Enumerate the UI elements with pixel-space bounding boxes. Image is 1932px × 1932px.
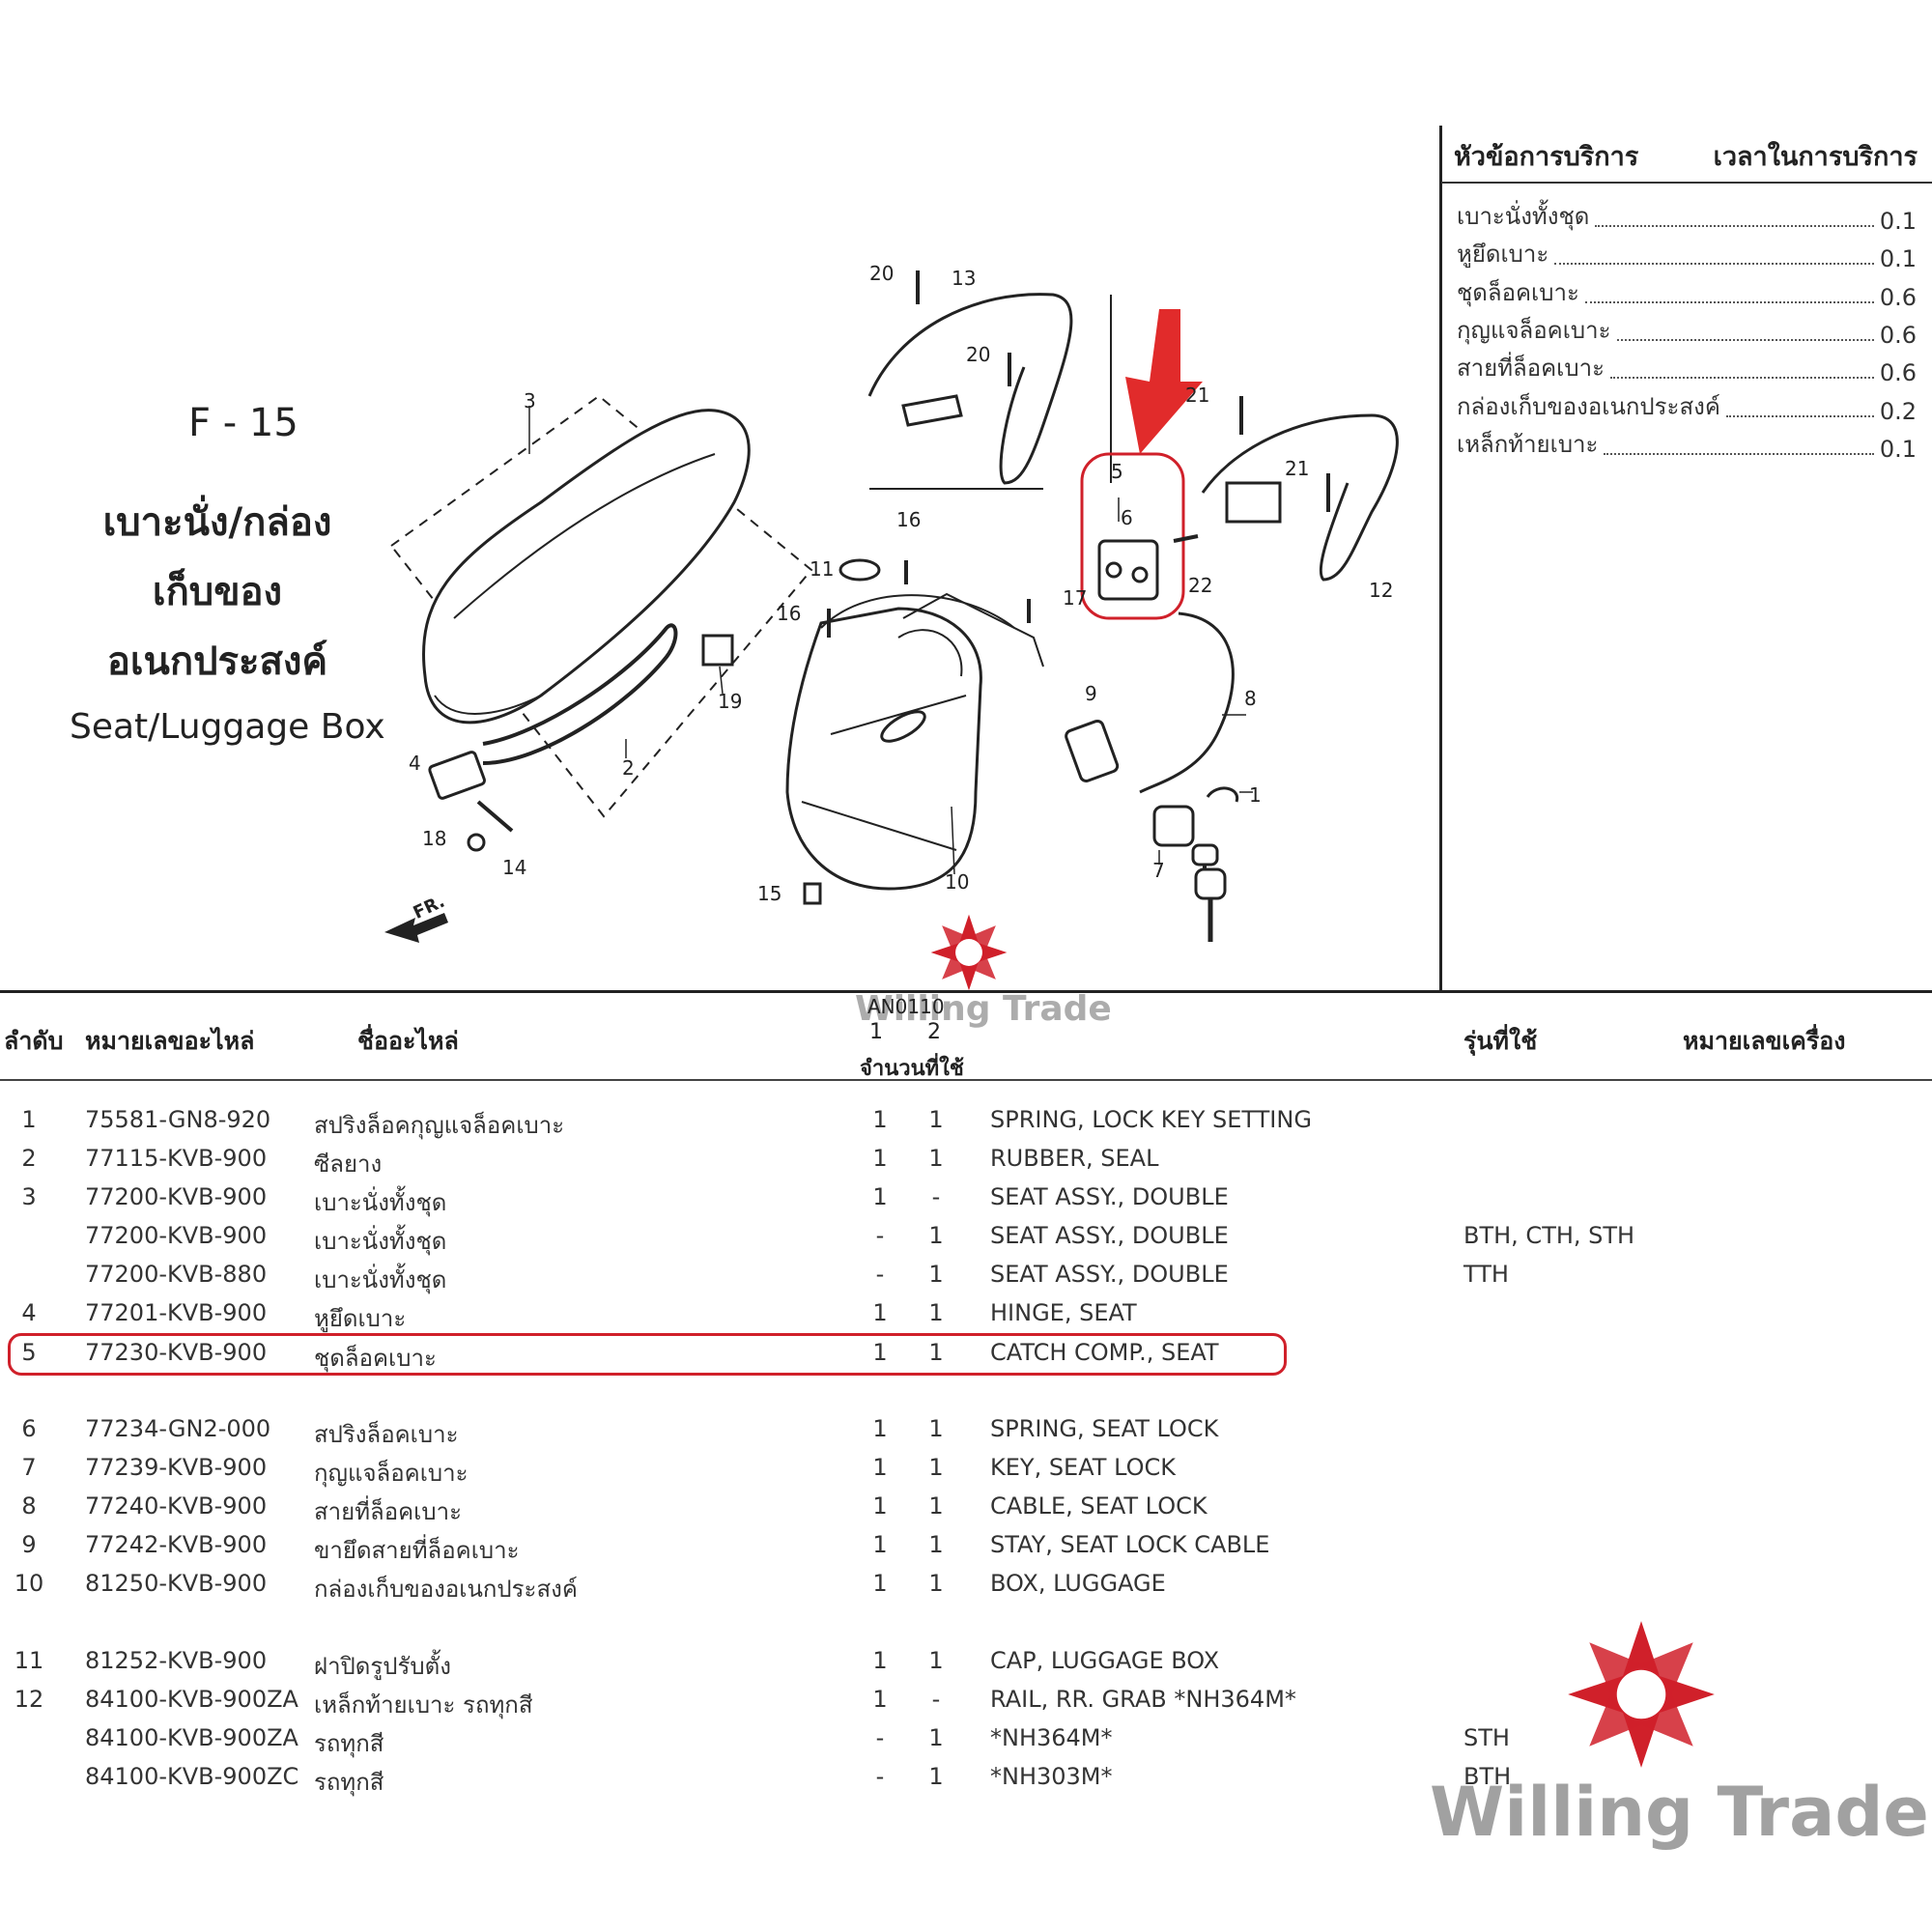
col-header-qty-2: 2 — [927, 1020, 941, 1044]
svg-text:5: 5 — [1111, 460, 1123, 483]
figure-title-english: Seat/Luggage Box — [70, 707, 385, 747]
watermark-brand-small: Willing Trade — [855, 989, 1112, 1029]
figure-code: F - 15 — [188, 401, 298, 445]
svg-text:11: 11 — [810, 557, 834, 581]
svg-text:18: 18 — [422, 827, 446, 850]
svg-text:4: 4 — [409, 752, 421, 775]
svg-text:3: 3 — [524, 389, 536, 412]
exploded-parts-diagram: FR. 1 2 3 4 5 6 7 8 9 10 11 12 13 14 15 … — [384, 262, 1399, 943]
brand-logo-large-icon — [1568, 1621, 1715, 1768]
col-header-part-name: ชื่ออะไหล่ — [357, 1027, 459, 1055]
col-header-qty-label: จำนวนที่ใช้ — [860, 1057, 964, 1081]
svg-text:1: 1 — [1249, 783, 1262, 807]
svg-text:21: 21 — [1285, 457, 1309, 480]
col-header-qty-1: 1 — [869, 1020, 883, 1044]
svg-text:9: 9 — [1085, 682, 1097, 705]
svg-text:16: 16 — [896, 508, 921, 531]
svg-text:20: 20 — [966, 343, 990, 366]
svg-text:21: 21 — [1185, 384, 1209, 407]
service-row: กล่องเก็บของอเนกประสงค์0.2 — [1457, 393, 1917, 425]
svg-text:14: 14 — [502, 856, 526, 879]
svg-text:7: 7 — [1152, 859, 1165, 882]
divider-vertical — [1439, 126, 1442, 990]
col-header-models: รุ่นที่ใช้ — [1463, 1027, 1538, 1055]
svg-text:20: 20 — [869, 262, 894, 285]
svg-text:22: 22 — [1188, 574, 1212, 597]
svg-text:16: 16 — [777, 602, 801, 625]
svg-text:17: 17 — [1063, 586, 1087, 610]
svg-text:8: 8 — [1244, 687, 1257, 710]
service-panel-rule — [1441, 182, 1932, 184]
col-header-part-no: หมายเลขอะไหล่ — [85, 1027, 255, 1055]
col-header-engine-no: หมายเลขเครื่อง — [1683, 1027, 1846, 1055]
svg-text:19: 19 — [718, 690, 742, 713]
col-header-qty-code: AN0110 — [867, 995, 945, 1018]
col-header-no: ลำดับ — [4, 1027, 64, 1055]
svg-text:10: 10 — [945, 870, 969, 894]
svg-text:6: 6 — [1121, 506, 1133, 529]
divider-horizontal — [0, 990, 1932, 993]
table-header-rule — [0, 1079, 1932, 1081]
svg-text:15: 15 — [757, 882, 781, 905]
front-arrow-icon — [384, 913, 448, 943]
figure-title-thai: เบาะนั่ง/กล่อง เก็บของ อเนกประสงค์ — [102, 500, 332, 684]
highlight-box-row-5 — [8, 1333, 1287, 1376]
brand-logo-icon — [930, 914, 1008, 991]
svg-text:12: 12 — [1369, 579, 1393, 602]
svg-text:13: 13 — [952, 267, 976, 290]
svg-text:2: 2 — [622, 756, 635, 780]
watermark-brand-large: Willing Trade — [1430, 1773, 1929, 1852]
